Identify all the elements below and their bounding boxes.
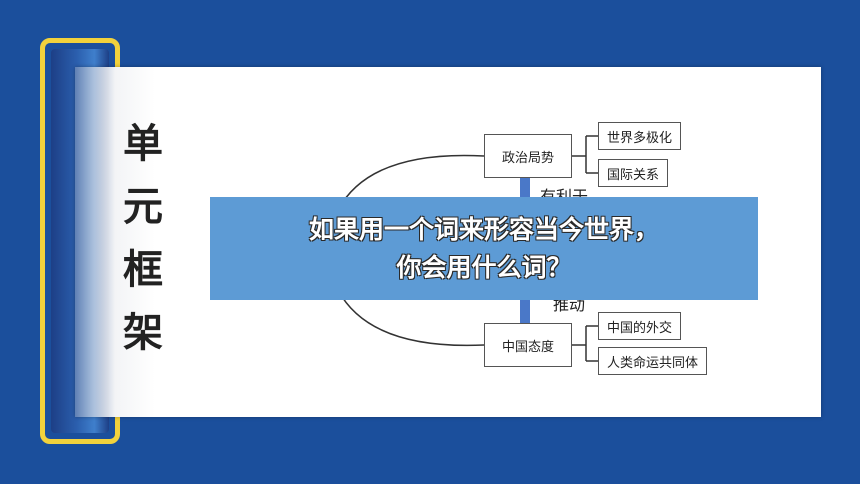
leaf-box-multipolar: 世界多极化 bbox=[598, 122, 682, 150]
question-banner: 如果用一个词来形容当今世界， 你会用什么词？ bbox=[210, 197, 758, 300]
title-char: 框 bbox=[123, 246, 163, 293]
vertical-link-top bbox=[520, 178, 530, 198]
bracket-bottom bbox=[572, 325, 598, 362]
mid-text-bottom: 推动 bbox=[553, 297, 586, 314]
bracket-top bbox=[572, 135, 598, 174]
arc-top bbox=[337, 154, 485, 211]
leaf-box-intl-relations: 国际关系 bbox=[598, 159, 669, 187]
leaf-box-shared-future: 人类命运共同体 bbox=[598, 347, 708, 375]
vertical-link-bottom bbox=[520, 299, 530, 323]
title-char: 单 bbox=[123, 120, 163, 167]
vertical-title: 单 元 框 架 bbox=[108, 112, 178, 364]
title-char: 元 bbox=[123, 183, 163, 230]
title-char: 架 bbox=[123, 309, 163, 356]
arc-bottom bbox=[337, 289, 485, 347]
main-box-china-stance: 中国态度 bbox=[484, 323, 572, 367]
banner-line-1: 如果用一个词来形容当今世界， bbox=[308, 215, 659, 244]
banner-line-2: 你会用什么词？ bbox=[396, 253, 572, 282]
leaf-box-china-diplomacy: 中国的外交 bbox=[598, 312, 682, 340]
main-box-politics: 政治局势 bbox=[484, 134, 572, 178]
